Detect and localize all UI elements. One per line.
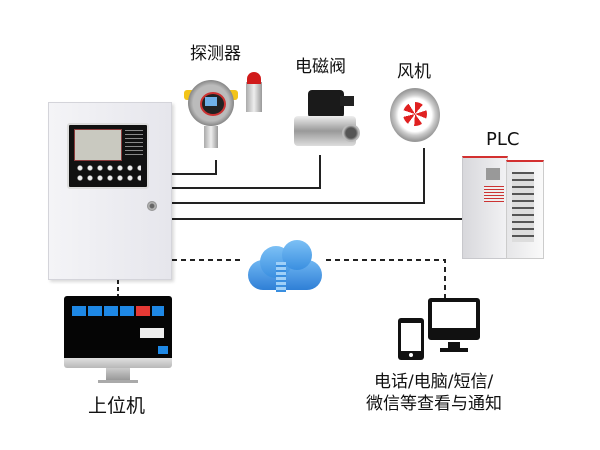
- detector-label: 探测器: [190, 44, 241, 64]
- lock-icon: [147, 201, 157, 211]
- monitor-screen: [64, 296, 172, 358]
- alarm-beacon-icon: [246, 82, 262, 112]
- host-pc-label: 上位机: [88, 395, 146, 417]
- fan-label: 风机: [397, 62, 431, 82]
- indicator-leds: [125, 130, 143, 158]
- host-monitor-icon: [64, 296, 172, 386]
- upload-arrow-icon: [276, 262, 286, 292]
- axial-fan-icon: [388, 88, 452, 148]
- plc-cabinet-icon: [462, 150, 548, 260]
- phone-icon: [398, 318, 424, 360]
- solenoid-valve-icon: [290, 82, 370, 154]
- wire-fan: [170, 148, 425, 204]
- wire-solenoid-valve: [170, 155, 321, 189]
- control-panel: [67, 123, 149, 189]
- dashed-cloud-notification: [326, 259, 446, 300]
- controller-cabinet: [48, 102, 172, 280]
- notification-label-line2: 微信等查看与通知: [366, 394, 502, 414]
- lcd-screen: [74, 129, 122, 161]
- cloud-icon: [240, 236, 330, 300]
- solenoid-valve-label: 电磁阀: [295, 57, 346, 77]
- wire-detector: [170, 160, 217, 175]
- keypad: [75, 163, 141, 183]
- gas-detector-icon: [180, 70, 270, 160]
- plc-label: PLC: [486, 129, 520, 150]
- notification-label-line1: 电话/电脑/短信/: [374, 372, 494, 392]
- desktop-monitor-icon: [428, 298, 486, 356]
